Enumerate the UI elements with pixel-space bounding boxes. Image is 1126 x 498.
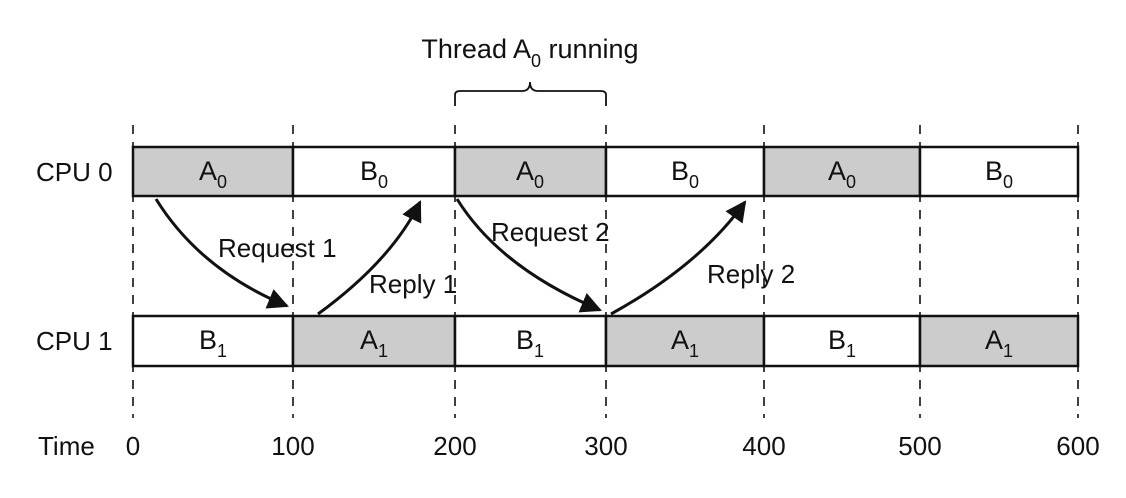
reply-2-label: Reply 2: [707, 259, 795, 289]
cpu0-slot-1-label: A0: [199, 156, 227, 192]
request-2-arrow: [455, 198, 602, 313]
cpu0-slot-6: [918, 145, 1080, 198]
request-1-label: Request 1: [218, 233, 337, 263]
cpu1-slot-1-label: B1: [199, 325, 227, 361]
cpu1-slot-5-label: B1: [828, 325, 856, 361]
reply-1-arrow: [317, 200, 422, 316]
cpu0-slot-1: [131, 145, 295, 198]
cpu0-slot-4: [604, 145, 766, 198]
cpu0-slot-5-label: A0: [828, 156, 856, 192]
cpu0-slot-2-label: B0: [360, 156, 388, 192]
time-tick-600: 600: [1056, 431, 1099, 461]
cpu1-slot-4-label: A1: [671, 325, 699, 361]
row-label-cpu0: CPU 0: [36, 157, 113, 187]
time-axis-label: Time: [38, 431, 95, 461]
cpu1-slot-3-label: B1: [516, 325, 544, 361]
cpu1-slot-6-label: A1: [985, 325, 1013, 361]
cpu0-slot-4-label: B0: [671, 156, 699, 192]
time-tick-500: 500: [898, 431, 941, 461]
cpu1-slot-6: [918, 314, 1080, 368]
request-2-label: Request 2: [491, 217, 610, 247]
cpu1-slot-2: [291, 314, 457, 368]
cpu1-slot-1: [131, 314, 295, 368]
brace-shape: [454, 81, 607, 106]
time-axis: Time 0 100 200 300 400 500 600: [38, 431, 1100, 461]
running-caption: Thread A0 running: [421, 34, 638, 71]
cpu0-slot-3: [453, 145, 608, 198]
cpu1-row: CPU 1 B1 A1 B1 A1 B1 A1: [36, 314, 1080, 368]
cpu1-slot-3: [453, 314, 608, 368]
time-tick-300: 300: [584, 431, 627, 461]
time-tick-100: 100: [271, 431, 314, 461]
cpu0-slot-3-label: A0: [516, 156, 544, 192]
cpu1-slot-4: [604, 314, 766, 368]
reply-1-label: Reply 1: [369, 269, 457, 299]
reply-2-arrow: [610, 200, 747, 316]
row-label-cpu1: CPU 1: [36, 326, 113, 356]
time-gridlines: [132, 125, 1079, 418]
cpu0-slot-6-label: B0: [985, 156, 1013, 192]
time-tick-200: 200: [433, 431, 476, 461]
request-1-arrow: [154, 198, 289, 309]
running-brace: Thread A0 running: [421, 34, 639, 106]
time-tick-0: 0: [126, 431, 140, 461]
message-arrows: [154, 198, 747, 316]
cpu0-row: CPU 0 A0 B0 A0 B0 A0 B0: [36, 145, 1080, 198]
time-tick-400: 400: [742, 431, 785, 461]
cpu1-slot-2-label: A1: [360, 325, 388, 361]
